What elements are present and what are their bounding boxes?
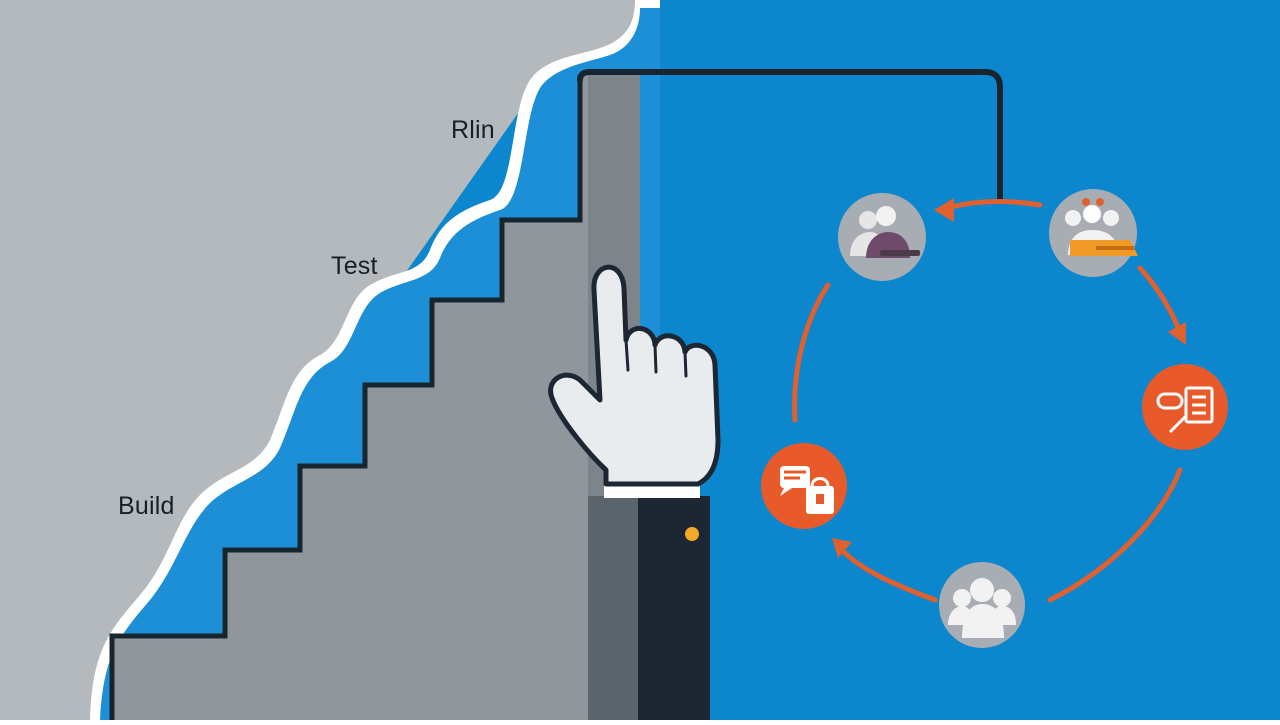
cycle-arrow-left	[792, 282, 831, 423]
sleeve-shadow	[588, 496, 638, 720]
stair-label-build: Build	[118, 492, 175, 520]
hand-shape	[548, 264, 721, 487]
cufflink	[685, 527, 699, 541]
arrowhead-bottom-left	[832, 538, 852, 558]
cycle-node-team-contract	[1049, 189, 1138, 277]
users-icon	[948, 578, 1016, 638]
left-background-fill	[0, 0, 560, 720]
staircase	[112, 75, 640, 720]
cycle-arrow-right-lower	[1047, 467, 1183, 603]
cycle-node-chat-document	[1142, 364, 1228, 450]
team-group-icon	[850, 206, 920, 258]
message-lock-icon	[780, 466, 834, 514]
cycle-node-team-group	[838, 193, 926, 281]
arrowhead-top	[934, 198, 954, 222]
chat-document-icon	[1156, 386, 1214, 434]
connector-line	[577, 69, 1003, 201]
shirt-cuff	[604, 484, 700, 498]
cycle-arrow-top	[945, 199, 1043, 211]
cycle-arrow-right-upper	[1137, 265, 1183, 335]
cycle-node-users	[939, 562, 1025, 648]
stair-label-run: Rlin	[451, 116, 495, 144]
pointing-hand	[548, 264, 721, 720]
arrowhead-right	[1168, 322, 1186, 345]
cycle-arrows	[792, 199, 1183, 603]
cycle-arrow-bottom-left	[837, 545, 938, 603]
cycle-arrowheads	[832, 198, 1186, 558]
team-contract-icon	[1065, 198, 1138, 256]
staircase-outline	[109, 75, 583, 720]
finger-crease	[624, 338, 688, 378]
cycle-node-message-lock	[761, 443, 847, 529]
stair-label-test: Test	[331, 252, 378, 280]
